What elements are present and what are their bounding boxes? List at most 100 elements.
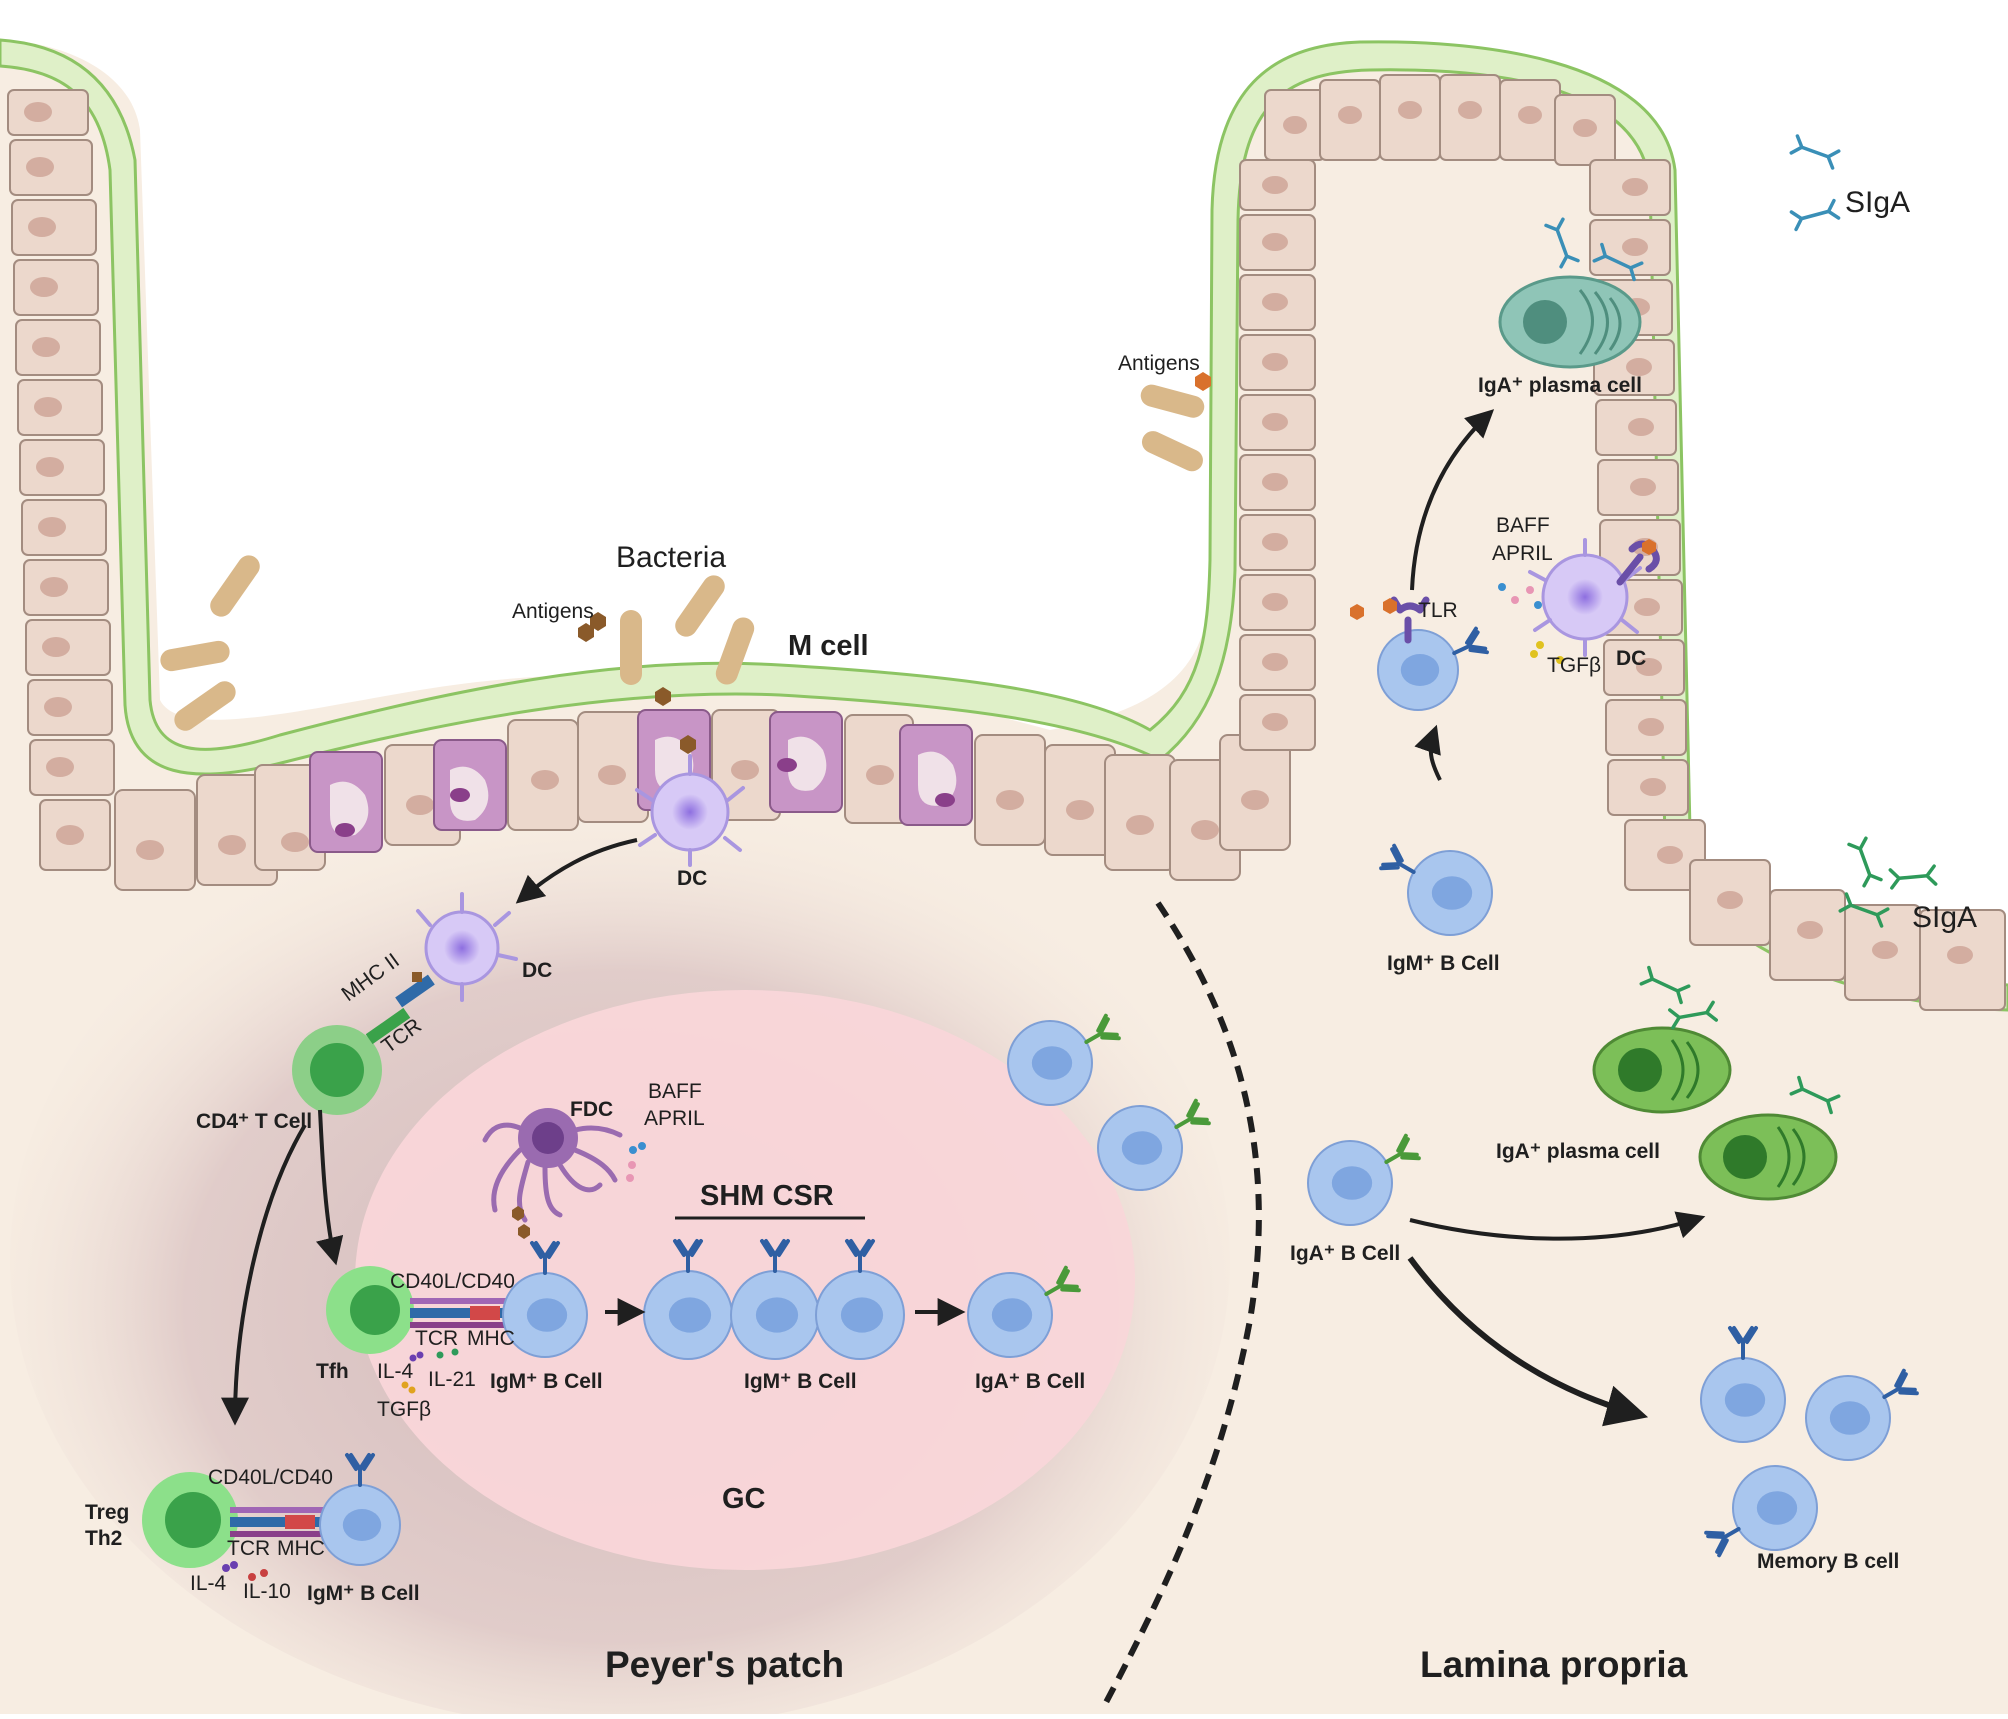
b-cell-lp-igm bbox=[1407, 850, 1493, 936]
label-tcr-tfh: TCR bbox=[415, 1327, 458, 1350]
label-april-gc: APRIL bbox=[644, 1107, 705, 1130]
memory-b-cell-2 bbox=[1805, 1375, 1891, 1461]
sIgA-6 bbox=[1888, 864, 1938, 890]
label-tgfb-tfh: TGFβ bbox=[377, 1398, 431, 1421]
b-cell-lp-tlr-antibody bbox=[1452, 626, 1489, 656]
label-april-lp: APRIL bbox=[1492, 542, 1553, 565]
iga-plasma-cell-green-2 bbox=[1698, 1113, 1838, 1201]
dc-lamina bbox=[1498, 538, 1660, 664]
fdc bbox=[482, 1108, 646, 1239]
label-baff-lp: BAFF bbox=[1496, 514, 1550, 537]
b-cell-gc-iga-antibody bbox=[1044, 1265, 1081, 1296]
b-cell-gc-iga bbox=[967, 1272, 1053, 1358]
memory-b-cell-3-antibody bbox=[1704, 1527, 1741, 1558]
label-sIgA-mid: SIgA bbox=[1912, 901, 1977, 934]
dc-epithelium bbox=[635, 754, 745, 867]
b-cell-lp-igm-antibody bbox=[1379, 843, 1416, 874]
sIgA-1 bbox=[1789, 134, 1841, 170]
label-bacteria: Bacteria bbox=[616, 541, 726, 574]
label-th2: Th2 bbox=[85, 1527, 122, 1550]
label-il10: IL-10 bbox=[243, 1580, 291, 1603]
label-lamina-propria: Lamina propria bbox=[1420, 1644, 1688, 1685]
tfh-cell bbox=[326, 1266, 510, 1394]
boundary-dashed-line bbox=[1099, 901, 1262, 1712]
label-il21: IL-21 bbox=[428, 1368, 476, 1391]
label-baff-gc: BAFF bbox=[648, 1080, 702, 1103]
label-igm-b-treg: IgM⁺ B Cell bbox=[307, 1582, 420, 1605]
sIgA-10 bbox=[1789, 1075, 1841, 1115]
epithelium-right-villus bbox=[1239, 74, 2006, 1011]
sIgA-2 bbox=[1789, 198, 1841, 232]
memory-b-cell-1-antibody bbox=[1728, 1326, 1758, 1360]
label-iga-plasma-bottom: IgA⁺ plasma cell bbox=[1496, 1140, 1660, 1163]
label-iga-b-gc: IgA⁺ B Cell bbox=[975, 1370, 1085, 1393]
b-cell-pp-iga-2 bbox=[1097, 1105, 1183, 1191]
b-cell-gc-igm-2 bbox=[730, 1270, 820, 1360]
label-cd4-t-cell: CD4⁺ T Cell bbox=[196, 1110, 312, 1133]
b-cell-tfh-igm bbox=[502, 1272, 588, 1358]
sIgA-9 bbox=[1668, 1000, 1718, 1030]
iga-plasma-cell-top bbox=[1498, 275, 1642, 369]
sIgA-8 bbox=[1639, 965, 1691, 1005]
epithelium-left-villus bbox=[7, 89, 115, 871]
antigen-group bbox=[578, 372, 1364, 754]
sIgA-7 bbox=[1838, 892, 1890, 928]
memory-b-cell-3 bbox=[1732, 1465, 1818, 1551]
label-m-cell: M cell bbox=[788, 630, 869, 662]
b-cell-treg-igm bbox=[319, 1484, 401, 1566]
label-dc-epithelium: DC bbox=[677, 867, 707, 890]
dc-tcell bbox=[416, 892, 518, 1002]
label-igm-b-tfh: IgM⁺ B Cell bbox=[490, 1370, 603, 1393]
bacteria-group bbox=[160, 384, 1205, 731]
b-cell-gc-igm-2-antibody bbox=[760, 1239, 790, 1273]
memory-b-cell-1 bbox=[1700, 1357, 1786, 1443]
b-cell-lp-tlr bbox=[1377, 629, 1459, 711]
label-dc-lamina: DC bbox=[1616, 647, 1646, 670]
label-mhc-treg: MHC bbox=[277, 1537, 325, 1560]
label-antigens-left: Antigens bbox=[512, 600, 594, 623]
b-cell-tfh-igm-antibody bbox=[530, 1241, 560, 1275]
label-cd40l-treg: CD40L/CD40 bbox=[208, 1466, 333, 1489]
sIgA-5 bbox=[1847, 836, 1883, 888]
label-iga-b-lp: IgA⁺ B Cell bbox=[1290, 1242, 1400, 1265]
epithelium-dome bbox=[114, 709, 1291, 891]
label-sIgA-top: SIgA bbox=[1845, 186, 1910, 219]
tlr-b-cell bbox=[1383, 596, 1430, 644]
arrows bbox=[221, 409, 1706, 1427]
label-igm-b-lp: IgM⁺ B Cell bbox=[1387, 952, 1500, 975]
b-cell-group bbox=[319, 626, 1919, 1566]
label-il4-tfh: IL-4 bbox=[377, 1360, 414, 1383]
label-shm-csr: SHM CSR bbox=[700, 1180, 834, 1212]
iga-plasma-cell-green-1 bbox=[1592, 1026, 1732, 1114]
b-cell-pp-iga-1 bbox=[1007, 1020, 1093, 1106]
cd4-t-cell bbox=[292, 972, 435, 1115]
b-cell-pp-iga-1-antibody bbox=[1084, 1013, 1121, 1044]
label-gc: GC bbox=[722, 1483, 766, 1515]
sIgA-group bbox=[1544, 134, 1938, 1115]
label-tfh: Tfh bbox=[316, 1360, 349, 1383]
label-peyers-patch: Peyer's patch bbox=[605, 1644, 844, 1685]
label-dc-tcell: DC bbox=[522, 959, 552, 982]
label-fdc: FDC bbox=[570, 1098, 613, 1121]
b-cell-gc-igm-3-antibody bbox=[845, 1239, 875, 1273]
label-tcr-treg: TCR bbox=[227, 1537, 270, 1560]
label-tlr: TLR bbox=[1418, 599, 1458, 622]
b-cell-lp-iga bbox=[1307, 1140, 1393, 1226]
label-mhc-tfh: MHC bbox=[467, 1327, 515, 1350]
b-cell-treg-igm-antibody bbox=[345, 1453, 375, 1487]
memory-b-cell-2-antibody bbox=[1882, 1368, 1919, 1399]
label-antigens-right: Antigens bbox=[1118, 352, 1200, 375]
label-tgfb-lp: TGFβ bbox=[1547, 654, 1601, 677]
b-cell-gc-igm-3 bbox=[815, 1270, 905, 1360]
b-cell-gc-igm-1-antibody bbox=[673, 1239, 703, 1273]
b-cell-gc-igm-1 bbox=[643, 1270, 733, 1360]
label-treg: Treg bbox=[85, 1501, 129, 1524]
label-cd40l-tfh: CD40L/CD40 bbox=[390, 1270, 515, 1293]
label-memory-b: Memory B cell bbox=[1757, 1550, 1899, 1573]
label-igm-b-gc: IgM⁺ B Cell bbox=[744, 1370, 857, 1393]
sIgA-3 bbox=[1544, 217, 1580, 269]
label-iga-plasma-top: IgA⁺ plasma cell bbox=[1478, 374, 1642, 397]
label-il4-treg: IL-4 bbox=[190, 1572, 227, 1595]
